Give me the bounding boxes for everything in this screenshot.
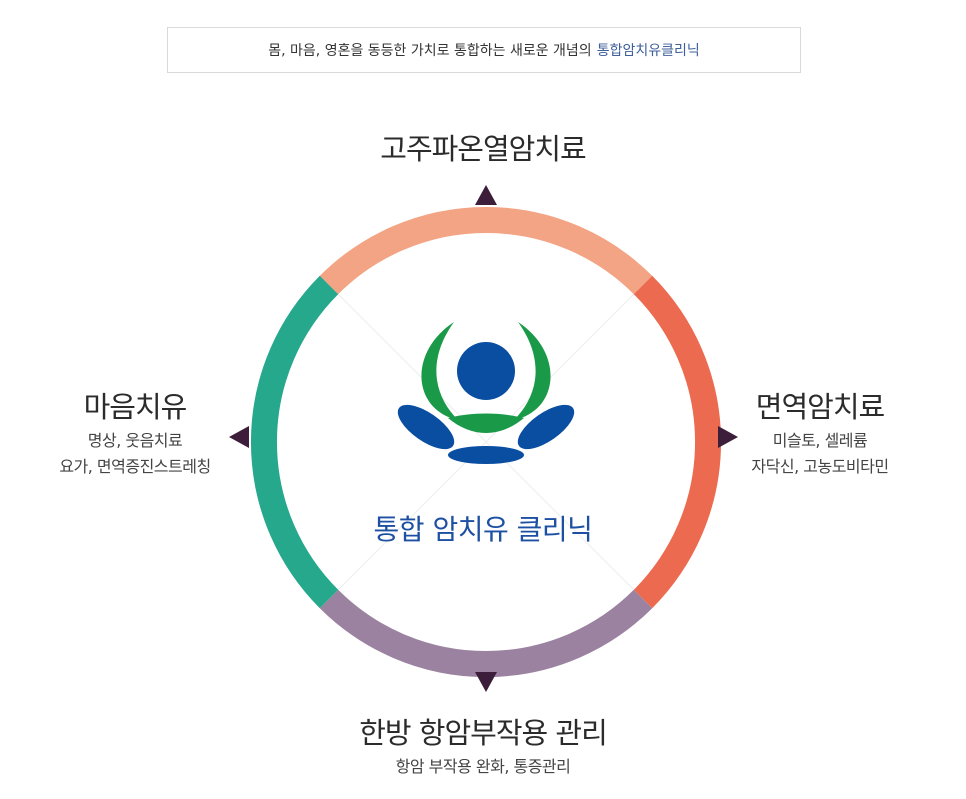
right-title: 면역암치료 — [755, 390, 885, 424]
logo-green-arc — [514, 322, 551, 420]
logo-green-arc — [421, 322, 458, 420]
center-label: 통합 암치유 클리닉 — [373, 513, 593, 546]
arrow-left-icon — [229, 426, 249, 448]
arrow-up-icon — [475, 185, 497, 205]
banner-highlight: 통합암치유클리닉 — [596, 43, 700, 59]
logo-green-arc — [448, 413, 524, 433]
bottom-title: 한방 항암부작용 관리 — [359, 716, 608, 750]
top-title: 고주파온열암치료 — [380, 132, 586, 166]
ring-segment-right — [633, 275, 721, 609]
right-subtitle: 미슬토, 셀레륨 자닥신, 고농도비타민 — [720, 428, 920, 480]
ring-segment-top — [319, 207, 653, 295]
logo-blue-base — [448, 446, 524, 464]
arrow-right-icon — [718, 426, 738, 448]
left-line-2: 요가, 면역증진스트레칭 — [59, 457, 211, 476]
clinic-logo-icon — [397, 322, 575, 464]
logo-head — [457, 342, 515, 400]
left-subtitle: 명상, 웃음치료 요가, 면역증진스트레칭 — [30, 428, 240, 480]
right-line-2: 자닥신, 고농도비타민 — [751, 457, 889, 476]
logo-blue-petal — [517, 404, 575, 450]
ring-segment-bottom — [319, 589, 653, 677]
right-line-1: 미슬토, 셀레륨 — [772, 431, 868, 450]
bottom-line-1: 항암 부작용 완화, 통증관리 — [395, 757, 571, 776]
intro-banner: 몸, 마음, 영혼을 동등한 가치로 통합하는 새로운 개념의 통합암치유클리닉 — [167, 27, 801, 73]
logo-blue-petal — [397, 404, 455, 450]
left-title: 마음치유 — [83, 390, 188, 424]
left-line-1: 명상, 웃음치료 — [87, 431, 183, 450]
bottom-subtitle: 항암 부작용 완화, 통증관리 — [0, 754, 966, 780]
arrow-down-icon — [475, 672, 497, 692]
divider-line — [329, 285, 643, 599]
ring-segment-left — [251, 275, 339, 609]
banner-text: 몸, 마음, 영혼을 동등한 가치로 통합하는 새로운 개념의 — [268, 43, 592, 59]
